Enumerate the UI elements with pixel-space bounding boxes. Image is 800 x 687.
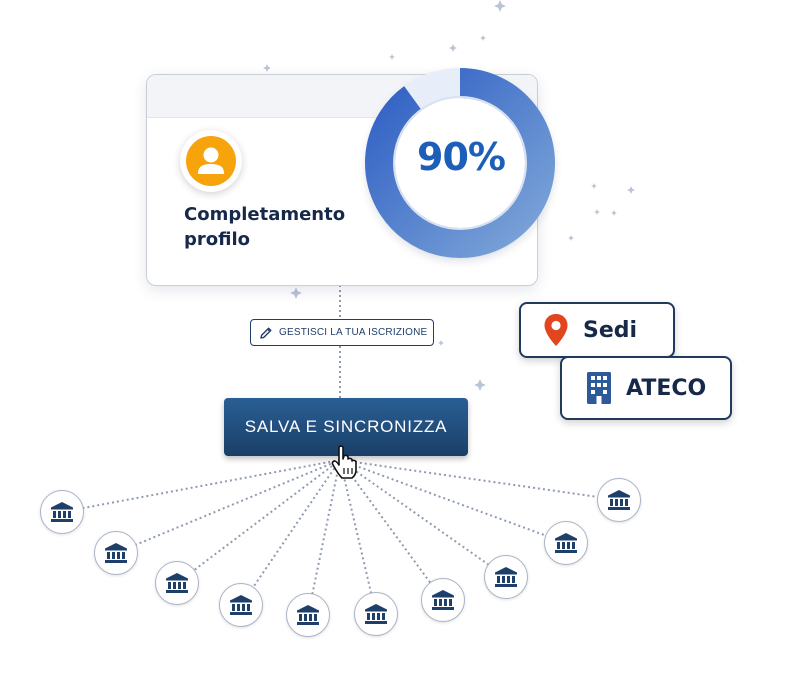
institution-node: [484, 555, 528, 599]
user-icon: [198, 147, 224, 174]
bank-icon: [51, 502, 73, 522]
fan-lines: [61, 459, 620, 616]
progress-donut: [365, 68, 555, 258]
institution-node: [544, 521, 588, 565]
hand-pointer-icon: [331, 445, 357, 479]
donut-inner-disc: [396, 99, 524, 227]
fan-line: [339, 459, 444, 601]
completion-percentage: 90%: [417, 135, 506, 179]
fan-line: [61, 459, 341, 513]
fan-line: [339, 459, 567, 544]
institution-node: [597, 478, 641, 522]
institution-node: [94, 531, 138, 575]
sparkle: [474, 379, 486, 391]
avatar: [180, 130, 242, 192]
sparkle: [438, 340, 444, 346]
bank-icon: [365, 604, 387, 624]
bank-icon: [432, 590, 454, 610]
ateco-pill[interactable]: ATECO: [560, 356, 732, 420]
sparkle: [389, 54, 395, 60]
bank-icon: [608, 490, 630, 510]
manage-subscription-tag[interactable]: GESTISCI LA TUA ISCRIZIONE: [250, 319, 434, 346]
bank-icon: [105, 543, 127, 563]
fan-line: [339, 459, 620, 501]
fan-line: [339, 459, 377, 615]
bank-icon: [230, 595, 252, 615]
location-pin-icon: [544, 314, 568, 346]
fan-line: [339, 459, 507, 578]
building-icon: [587, 372, 611, 404]
institution-node: [421, 578, 465, 622]
fan-line: [307, 459, 341, 616]
institution-node: [155, 561, 199, 605]
sparkle: [591, 183, 597, 189]
profile-completion-title: Completamento profilo: [184, 204, 346, 250]
bank-icon: [166, 573, 188, 593]
pencil-icon: [260, 327, 272, 339]
bank-icon: [555, 533, 577, 553]
sparkle: [627, 186, 635, 194]
bank-icon: [297, 605, 319, 625]
fan-line: [115, 459, 341, 554]
sparkle-decorations: [263, 0, 635, 391]
sparkle: [290, 287, 302, 299]
donut-progress-arc: [365, 68, 555, 258]
sparkle: [480, 35, 486, 41]
sparkle: [568, 235, 574, 241]
sparkle: [263, 64, 271, 72]
institution-node: [354, 592, 398, 636]
sparkle: [494, 0, 506, 12]
fan-line: [176, 459, 341, 584]
sparkle: [594, 209, 600, 215]
institution-node: [40, 490, 84, 534]
institution-node: [286, 593, 330, 637]
institution-node: [219, 583, 263, 627]
bank-icon: [495, 567, 517, 587]
manage-subscription-label: GESTISCI LA TUA ISCRIZIONE: [279, 327, 428, 338]
sparkle: [449, 44, 457, 52]
ateco-label: ATECO: [626, 375, 707, 401]
sparkle: [611, 210, 617, 216]
fan-line: [240, 459, 341, 606]
sedi-pill[interactable]: Sedi: [519, 302, 675, 358]
save-and-sync-button[interactable]: SALVA E SINCRONIZZA: [224, 398, 468, 456]
sedi-label: Sedi: [583, 317, 638, 343]
